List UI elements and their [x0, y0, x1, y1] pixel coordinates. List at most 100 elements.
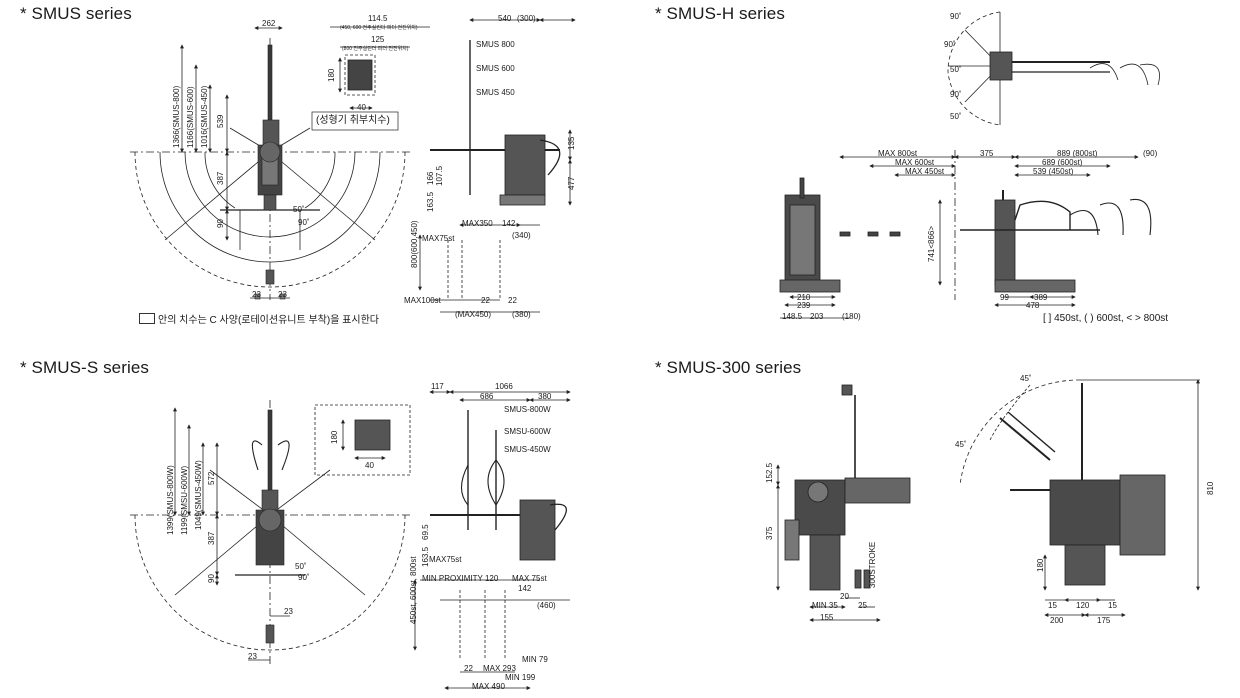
mold-mount-note: (성형기 취부치수)	[316, 115, 390, 126]
dim-label: 540	[498, 14, 512, 23]
dim-label: 175	[1097, 616, 1111, 625]
smuss-side-view	[413, 390, 571, 690]
dim-label: 20	[840, 592, 849, 601]
dim-label: MIN 79	[522, 655, 548, 664]
dim-label: 22	[464, 664, 473, 673]
dim-label: 142	[502, 219, 516, 228]
dim-label: MIN 199	[505, 673, 536, 682]
model-label: SMSU-600W	[504, 427, 551, 436]
angle-label: 50˚	[295, 562, 307, 571]
dim-label: 163.5	[426, 191, 435, 212]
smus300-front-view	[776, 384, 911, 622]
dim-label: MAX100st	[404, 296, 441, 305]
dim-label: MAX 450st	[905, 167, 945, 176]
smuss-robot-body	[255, 409, 285, 644]
dim-label: 239	[797, 301, 811, 310]
dim-label: 69.5	[421, 524, 430, 540]
angle-label: 50˚	[293, 205, 305, 214]
smush-front-side-views	[779, 150, 1152, 319]
angle-label: 90˚	[950, 90, 962, 99]
model-label: SMUS-800W	[504, 405, 551, 414]
dim-label: 200	[1050, 616, 1064, 625]
dim-label: 90	[207, 574, 216, 583]
dim-label: 90	[216, 219, 225, 228]
dim-label: 539 (450st)	[1033, 167, 1074, 176]
dim-note: (800 전주실린더 피더 전진위치)	[342, 46, 409, 52]
dim-label: 889 (800st)	[1057, 149, 1098, 158]
angle-label: 50˚	[950, 65, 962, 74]
dim-label: MAX 600st	[895, 158, 935, 167]
smus-mold-view	[311, 26, 430, 131]
smus300-side-view	[959, 379, 1200, 617]
smus-robot-body	[254, 44, 286, 300]
dim-label: 125	[371, 35, 385, 44]
dim-label: MAX75st	[429, 555, 462, 564]
dim-label: 203	[810, 312, 824, 321]
dim-label: MAX 293	[483, 664, 516, 673]
dim-label: 15	[1108, 601, 1117, 610]
dim-label: 800(600,450)	[410, 220, 419, 268]
dim-label: 114.5	[368, 14, 388, 23]
dim-label: MAX 75st	[512, 574, 547, 583]
smush-legend-note: [ ] 450st, ( ) 600st, < > 800st	[1043, 313, 1169, 324]
dim-label: 25	[858, 601, 867, 610]
smus-series-title: * SMUS series	[20, 4, 132, 23]
dim-label: 40	[357, 103, 366, 112]
dim-label: 135	[567, 136, 576, 150]
dim-label: 210	[797, 293, 811, 302]
smuss-mold-view	[314, 404, 411, 476]
dim-label: 22	[508, 296, 517, 305]
smush-top-view	[947, 11, 1160, 126]
dim-label: (380)	[512, 310, 531, 319]
dim-label: 572	[207, 471, 216, 485]
dim-label: 23	[284, 607, 293, 616]
dim-label: 117	[431, 382, 444, 391]
dim-label: (MAX450)	[455, 310, 492, 319]
dim-label: 180	[327, 68, 336, 82]
dim-label: (340)	[512, 231, 531, 240]
dim-label: (300)	[517, 14, 536, 23]
dim-label: 741<866>	[927, 225, 936, 262]
dim-label: 40	[365, 461, 374, 470]
dim-label: 262	[262, 19, 276, 28]
dim-label: 1166(SMUS-600)	[186, 86, 195, 148]
model-label: SMUS-450W	[504, 445, 551, 454]
dim-label: 450st, 600st, 800st	[409, 556, 418, 624]
dim-label: MIN 35	[812, 601, 838, 610]
dim-label: 23	[252, 290, 261, 299]
dim-label: 539	[216, 114, 225, 128]
dim-label: 166	[426, 171, 435, 185]
dim-label: 15	[1048, 601, 1057, 610]
dim-label: 23	[278, 290, 287, 299]
dim-label: MAX75st	[422, 234, 455, 243]
dim-label: 375	[765, 526, 774, 540]
angle-label: 90˚	[944, 40, 956, 49]
dim-label: 180	[1036, 558, 1045, 572]
dim-label: MAX 490	[472, 682, 505, 691]
dim-note: (450, 600 전주실린더 피더 전진위치)	[340, 25, 418, 31]
dim-label: MIN PROXIMITY 120	[422, 574, 499, 583]
dim-label: 107.5	[435, 165, 444, 186]
dim-label: MAX 800st	[878, 149, 918, 158]
dim-label: 155	[820, 613, 834, 622]
dim-label: 22	[481, 296, 490, 305]
angle-label: 45˚	[1020, 374, 1032, 383]
dim-label: 689 (600st)	[1042, 158, 1083, 167]
dim-label: 142	[518, 584, 532, 593]
dim-label: MAX350	[462, 219, 493, 228]
angle-label: 45˚	[955, 440, 967, 449]
dim-label: 477	[567, 176, 576, 190]
dim-label: (180)	[842, 312, 861, 321]
angle-label: 90˚	[950, 12, 962, 21]
angle-label: 90˚	[298, 218, 310, 227]
model-label: SMUS 600	[476, 64, 515, 73]
dim-label: 300STROKE	[868, 541, 877, 588]
smus300-series-title: * SMUS-300 series	[655, 358, 802, 377]
dim-label: 1016(SMUS-450)	[200, 85, 209, 148]
smus-side-view	[418, 18, 576, 313]
dim-label: 1366(SMUS-800)	[172, 85, 181, 148]
dim-label: (460)	[537, 601, 556, 610]
dim-label: (90)	[1143, 149, 1158, 158]
dim-label: 1399(SMUS-800W)	[166, 465, 175, 535]
dim-label: 389	[1034, 293, 1048, 302]
